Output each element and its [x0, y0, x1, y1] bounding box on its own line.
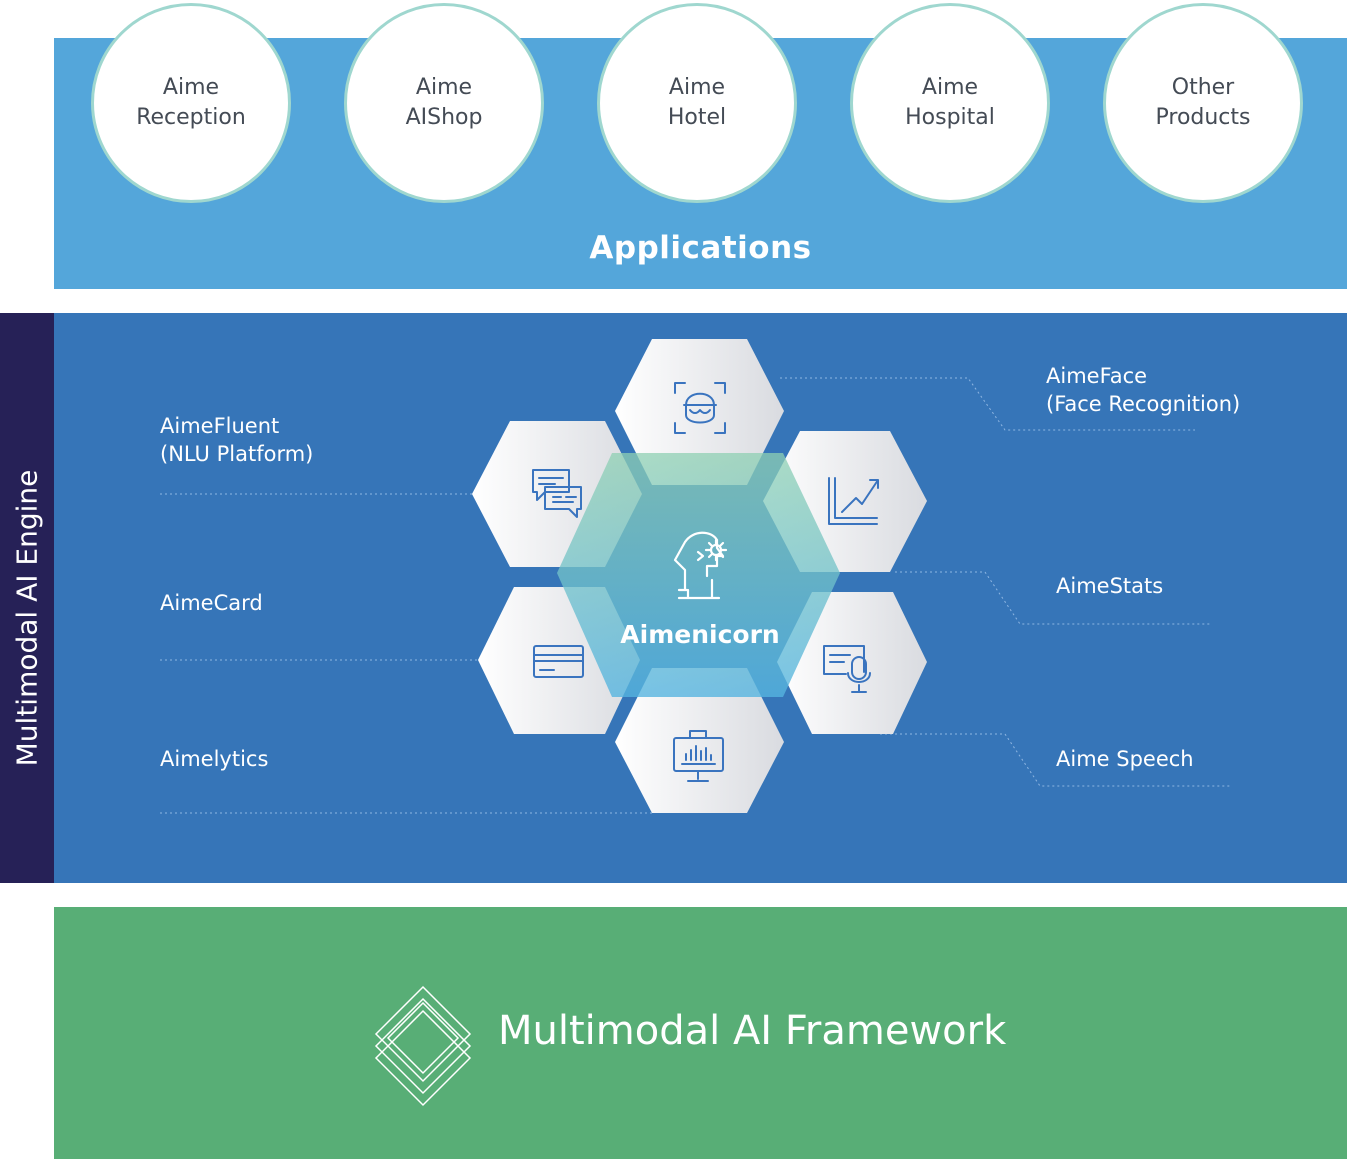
framework-title: Multimodal AI Framework: [498, 1008, 1007, 1054]
feature-name: Aime Speech: [1056, 747, 1194, 771]
app-circle-aime-hotel: Aime Hotel: [597, 3, 797, 203]
leader-line-stats: [895, 571, 1210, 625]
feature-name: Aimelytics: [160, 747, 269, 771]
feature-label-aimecard: AimeCard: [160, 589, 263, 617]
app-line1: Aime: [668, 75, 726, 100]
leader-lines: [160, 377, 1230, 814]
framework-band: [54, 907, 1347, 1159]
app-line1: Aime: [162, 75, 220, 100]
feature-name: AimeCard: [160, 591, 263, 615]
app-line1: Aime: [415, 75, 473, 100]
leader-line-speech: [880, 733, 1230, 787]
app-circle-aime-aishop: Aime AIShop: [344, 3, 544, 203]
app-circle-other-products: Other Products: [1103, 3, 1303, 203]
feature-name: AimeFace: [1046, 364, 1148, 388]
feature-name: AimeFluent: [160, 414, 280, 438]
growth-chart-icon: [828, 477, 879, 525]
app-line2: Reception: [136, 105, 246, 130]
feature-label-aimeface: AimeFace (Face Recognition): [1046, 362, 1240, 418]
engine-side-bar: [0, 313, 54, 883]
feature-label-aimefluent: AimeFluent (NLU Platform): [160, 412, 313, 468]
framework-logo-icon: [374, 985, 472, 1107]
speech-microphone-icon: [823, 645, 871, 693]
center-hexagon: [557, 453, 840, 697]
app-line2: Products: [1155, 105, 1251, 130]
face-recognition-icon: [674, 382, 726, 434]
feature-subtitle: (Face Recognition): [1046, 392, 1241, 416]
applications-title: Applications: [589, 230, 812, 266]
app-circle-aime-hospital: Aime Hospital: [850, 3, 1050, 203]
analytics-monitor-icon: [673, 730, 724, 782]
app-line1: Other: [1171, 75, 1235, 100]
feature-name: AimeStats: [1056, 574, 1164, 598]
app-line2: AIShop: [405, 105, 483, 130]
feature-label-aime-speech: Aime Speech: [1056, 745, 1194, 773]
app-circle-aime-reception: Aime Reception: [91, 3, 291, 203]
leader-line-face: [780, 377, 1195, 431]
app-line2: Hotel: [667, 105, 727, 130]
credit-card-icon: [533, 645, 584, 678]
chat-bubbles-icon: [532, 469, 582, 518]
ai-head-icon: [673, 531, 728, 600]
app-line1: Aime: [921, 75, 979, 100]
feature-label-aimelytics: Aimelytics: [160, 745, 268, 773]
center-label-aimenicorn: Aimenicorn: [620, 620, 780, 649]
hexagon-lytics: [615, 668, 784, 813]
feature-label-aimestats: AimeStats: [1056, 572, 1163, 600]
app-line2: Hospital: [905, 105, 995, 130]
feature-subtitle: (NLU Platform): [160, 442, 314, 466]
